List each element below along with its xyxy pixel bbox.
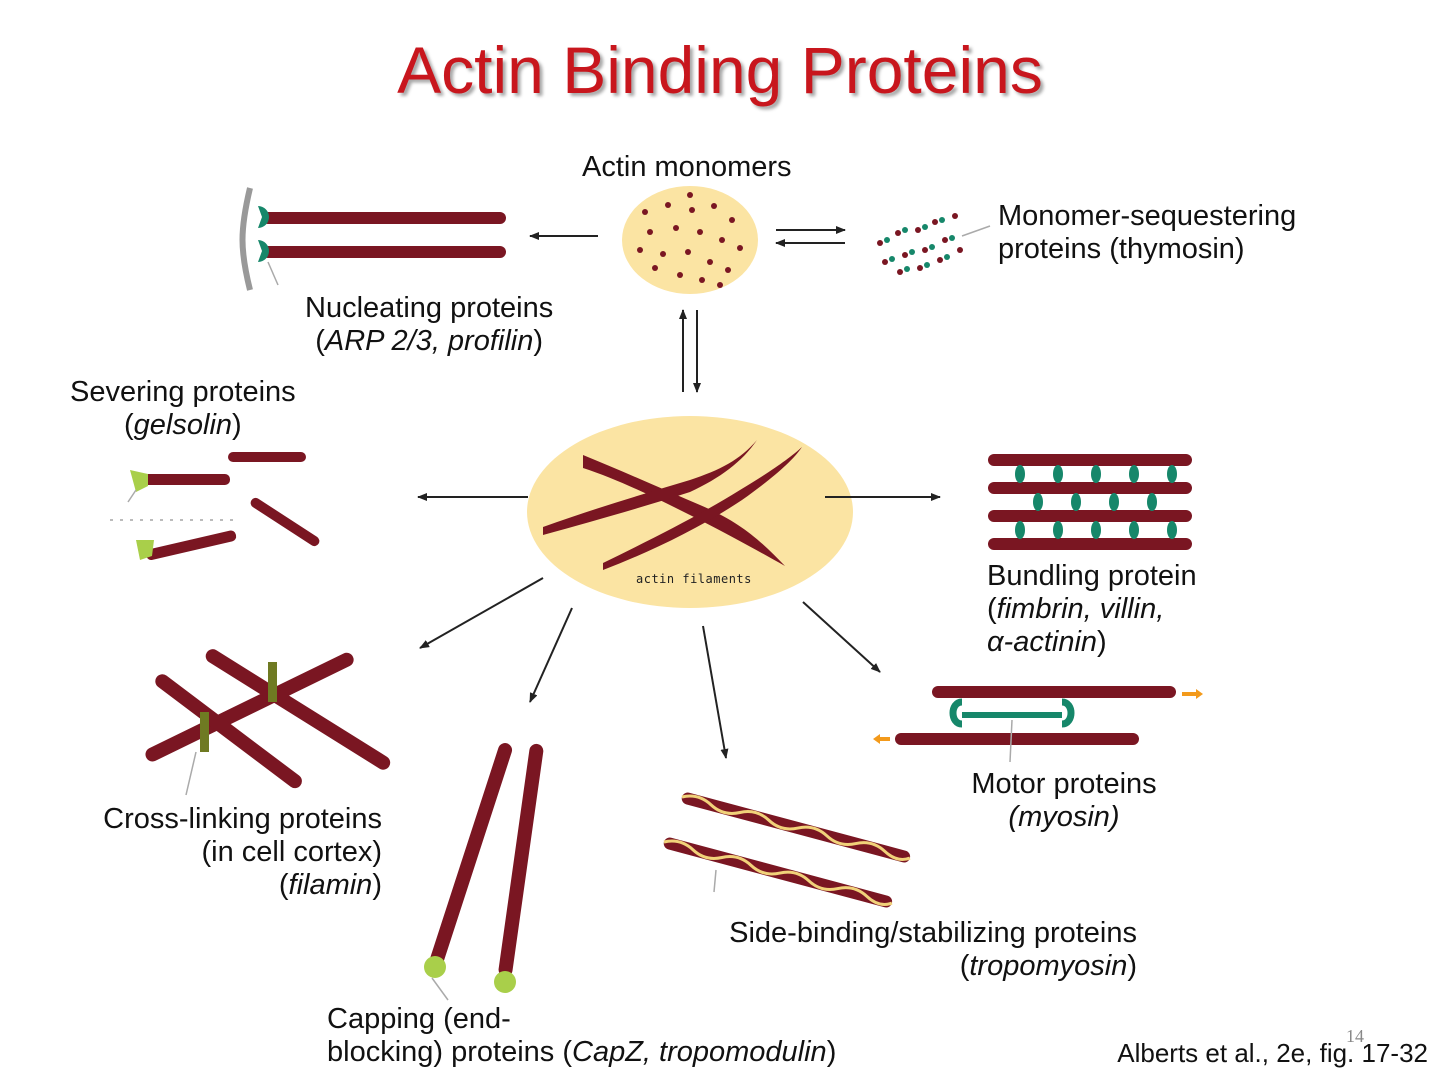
label-sidebinding: Side-binding/stabilizing proteins (tropo… <box>729 917 1137 982</box>
central-filaments <box>543 440 802 570</box>
page-title: Actin Binding Proteins <box>397 33 1043 107</box>
arrow-to-sidebinding <box>702 625 729 759</box>
bundling-illustration <box>988 454 1192 550</box>
arrow-to-crosslinking <box>419 577 544 649</box>
label-severing: Severing proteins (gelsolin) <box>70 376 296 441</box>
severing-illustration <box>110 452 320 560</box>
motor-illustration <box>873 686 1203 763</box>
label-motor: Motor proteins (myosin) <box>971 768 1157 833</box>
sidebinding-illustration <box>663 792 911 908</box>
arrows <box>417 226 941 759</box>
label-bundling: Bundling protein (fimbrin, villin, α-act… <box>987 560 1197 658</box>
page-number: 14 <box>1346 1026 1364 1046</box>
sequestering-scatter <box>877 213 991 275</box>
label-crosslinking: Cross-linking proteins (in cell cortex) … <box>103 803 382 901</box>
actin-filaments-ellipse <box>527 416 853 608</box>
citation: Alberts et al., 2e, fig. 17-32 <box>1117 1038 1428 1068</box>
label-actin-monomers: Actin monomers <box>582 151 792 183</box>
arrow-to-capping <box>529 607 573 703</box>
capping-illustration <box>424 743 544 1001</box>
label-nucleating: Nucleating proteins (ARP 2/3, profilin) <box>305 292 554 357</box>
crosslinking-illustration <box>145 649 391 796</box>
label-capping: Capping (end- blocking) proteins (CapZ, … <box>327 1003 837 1068</box>
label-monomer-sequestering: Monomer-sequestering proteins (thymosin) <box>998 200 1297 265</box>
actin-filaments-caption: actin filaments <box>636 572 752 586</box>
nucleating-illustration <box>239 187 506 291</box>
actin-monomers-pool <box>622 186 758 294</box>
arrow-to-motor <box>802 601 881 673</box>
